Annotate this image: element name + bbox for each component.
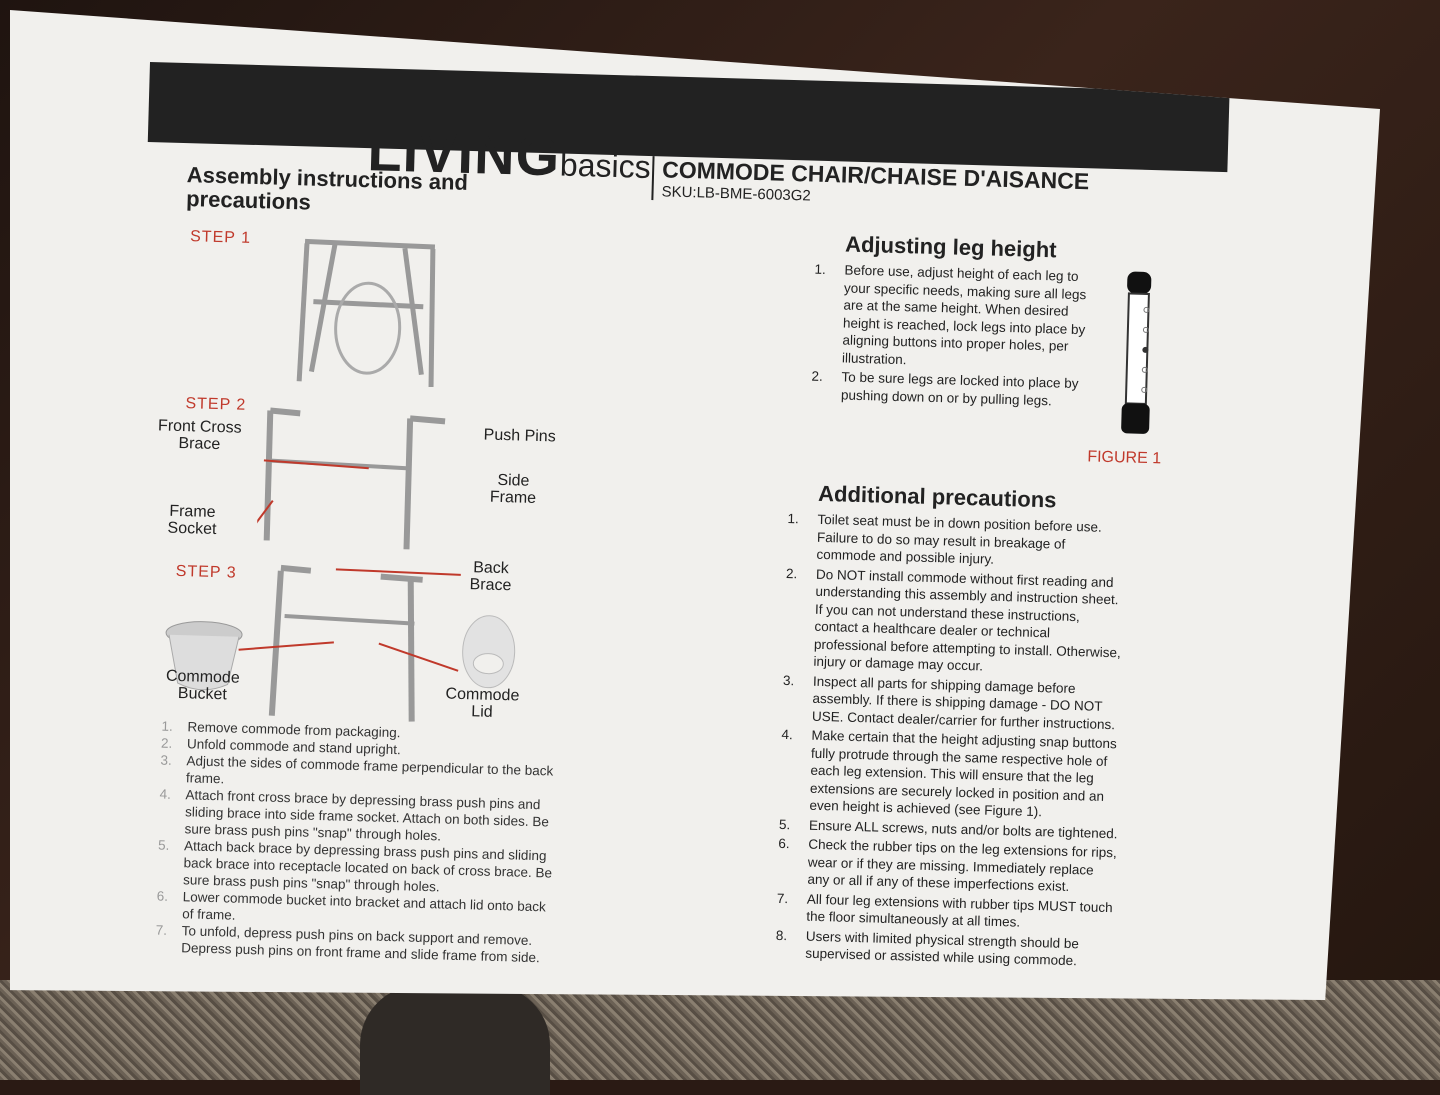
label-back-brace: Back Brace bbox=[469, 559, 512, 595]
list-item: 4.Make certain that the height adjusting… bbox=[781, 726, 1118, 820]
list-item: 8.Users with limited physical strength s… bbox=[775, 927, 1080, 969]
list-item: 3.Inspect all parts for shipping damage … bbox=[782, 672, 1116, 732]
step-3-figure bbox=[165, 564, 516, 722]
label-side-frame: Side Frame bbox=[489, 471, 537, 507]
step-2-figure bbox=[256, 407, 446, 551]
step-2-label: STEP 2 bbox=[185, 395, 247, 414]
leg-height-list: 1.Before use, adjust height of each leg … bbox=[811, 261, 1105, 413]
step-1-label: STEP 1 bbox=[189, 228, 252, 247]
figure-1-label: FIGURE 1 bbox=[1087, 448, 1162, 468]
leg-height-title: Adjusting leg height bbox=[844, 231, 1057, 263]
leg-figure-icon bbox=[1121, 271, 1152, 434]
label-commode-lid: Commode Lid bbox=[445, 685, 520, 721]
assembly-title: Assembly instructions and precautions bbox=[185, 162, 469, 215]
precautions-list: 1.Toilet seat must be in down position b… bbox=[775, 510, 1128, 973]
list-item: 6.Check the rubber tips on the leg exten… bbox=[778, 835, 1117, 894]
label-commode-bucket: Commode Bucket bbox=[165, 667, 240, 704]
shoe bbox=[360, 985, 550, 1095]
list-item: 1.Before use, adjust height of each leg … bbox=[814, 261, 1087, 367]
instruction-sheet: LIVINGbasics COMMODE CHAIR/CHAISE D'AISA… bbox=[10, 10, 1380, 1000]
page-content: LIVINGbasics COMMODE CHAIR/CHAISE D'AISA… bbox=[124, 62, 1369, 1000]
label-frame-socket: Frame Socket bbox=[167, 502, 217, 539]
brand-sub: basics bbox=[559, 146, 652, 186]
assembly-steps-list: 1.Remove commode from packaging. 2.Unfol… bbox=[155, 718, 561, 967]
list-item: 1.Toilet seat must be in down position b… bbox=[787, 510, 1103, 567]
list-item: 2.Do NOT install commode without first r… bbox=[785, 565, 1122, 674]
label-push-pins: Push Pins bbox=[483, 426, 556, 446]
label-front-cross-brace: Front Cross Brace bbox=[157, 417, 242, 454]
precautions-title: Additional precautions bbox=[817, 480, 1057, 513]
step-1-figure bbox=[296, 238, 436, 388]
list-item: 2.To be sure legs are locked into place … bbox=[811, 368, 1079, 408]
